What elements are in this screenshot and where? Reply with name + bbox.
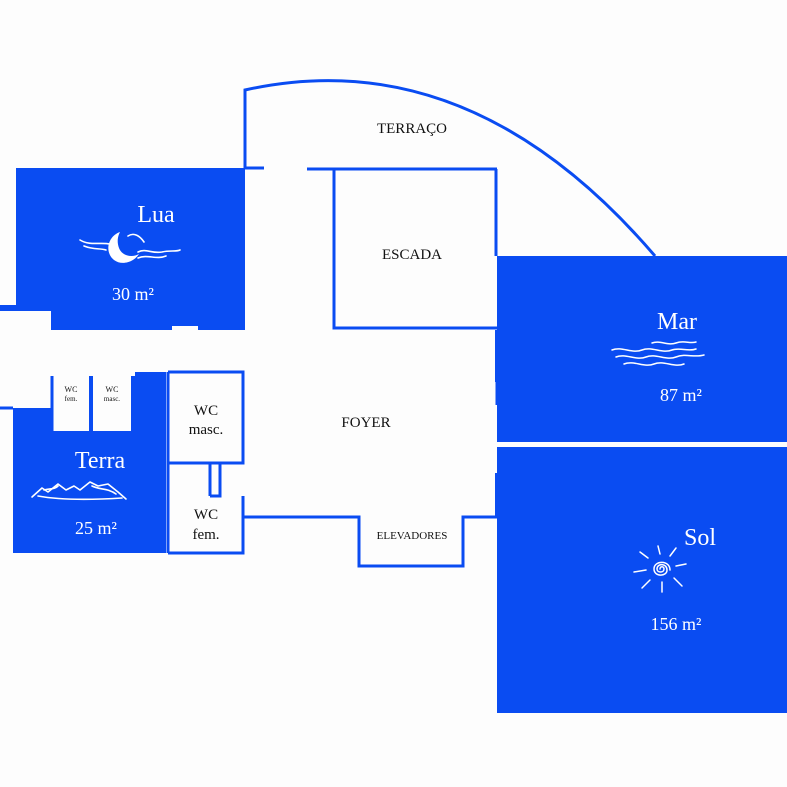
- area-terraco: TERRAÇO: [377, 121, 447, 137]
- wc-large-masc-line2: masc.: [189, 422, 224, 438]
- wc-large-fem-line2: fem.: [192, 527, 219, 543]
- wc-small-fem[interactable]: [54, 376, 88, 429]
- mountains-icon: [31, 481, 127, 501]
- room-mar-name: Mar: [657, 309, 697, 335]
- waves-icon: [611, 341, 705, 366]
- area-foyer: FOYER: [341, 415, 390, 431]
- sun-spiral-icon: [633, 545, 687, 593]
- wc-large-masc[interactable]: WC masc.: [189, 403, 224, 438]
- room-mar-area: 87 m²: [660, 385, 702, 405]
- walls: [0, 79, 657, 568]
- wc-small-masc-line2: masc.: [104, 395, 120, 403]
- room-sol-name: Sol: [684, 525, 716, 551]
- area-elevadores[interactable]: ELEVADORES: [377, 530, 448, 542]
- room-sol[interactable]: [495, 447, 787, 713]
- wc-small-masc[interactable]: [95, 376, 129, 429]
- wc-small-masc-line1: WC: [106, 385, 119, 394]
- room-mar[interactable]: [495, 256, 787, 442]
- room-terra-area: 25 m²: [75, 518, 117, 538]
- room-lua[interactable]: [0, 168, 245, 330]
- wc-small-labels: WC fem. WC masc.: [65, 385, 121, 403]
- wc-large-fem[interactable]: WC fem.: [192, 507, 219, 543]
- room-sol-area: 156 m²: [651, 614, 702, 634]
- area-escada[interactable]: ESCADA: [382, 247, 442, 263]
- wc-large-fem-line1: WC: [194, 507, 218, 523]
- wc-small-fem-line2: fem.: [65, 395, 78, 403]
- room-terra-name: Terra: [75, 448, 126, 474]
- room-lua-area: 30 m²: [112, 284, 154, 304]
- moon-wave-icon: [79, 232, 181, 263]
- wc-small-fem-line1: WC: [65, 385, 78, 394]
- room-lua-name: Lua: [137, 202, 175, 228]
- wc-large-masc-line1: WC: [194, 403, 218, 419]
